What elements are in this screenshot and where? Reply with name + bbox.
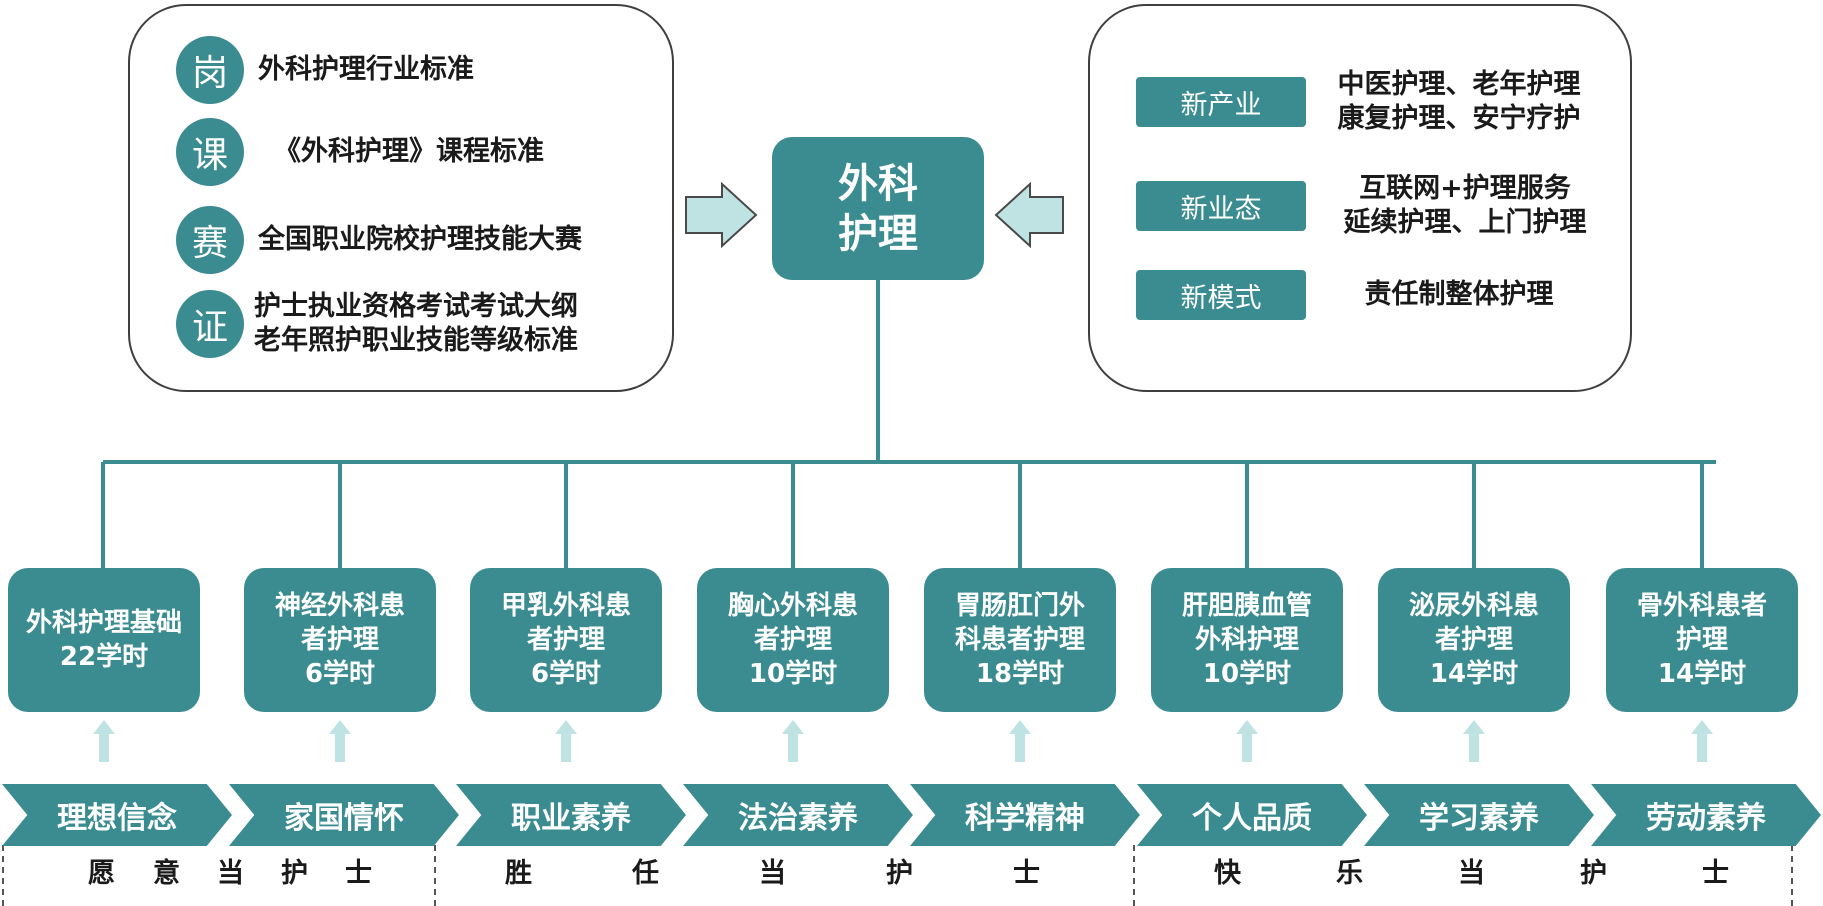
goal-char: 当 — [1458, 858, 1485, 889]
goal-char: 意 — [153, 858, 180, 889]
value-chevron: 科学精神 — [910, 784, 1140, 846]
goal-char: 当 — [217, 858, 244, 889]
module-urology: 泌尿外科患 者护理 14学时 — [1378, 568, 1570, 712]
trend-tag: 新业态 — [1136, 181, 1306, 231]
module-line: 6学时 — [530, 659, 602, 689]
value-chevron: 劳动素养 — [1591, 784, 1821, 846]
trend-text: 中医护理、老年护理 — [1337, 69, 1581, 100]
trend-text: 康复护理、安宁疗护 — [1337, 103, 1581, 134]
module-line: 神经外科患 — [274, 591, 405, 621]
module-line: 14学时 — [1657, 659, 1747, 689]
up-arrow — [1463, 720, 1485, 762]
module-neuro: 神经外科患 者护理 6学时 — [244, 568, 436, 712]
value-chevron: 学习素养 — [1364, 784, 1594, 846]
center-title-line: 护理 — [838, 210, 918, 257]
module-orthopedic: 骨外科患者 护理 14学时 — [1606, 568, 1798, 712]
module-thyroid-breast: 甲乳外科患 者护理 6学时 — [470, 568, 662, 712]
goal-char: 士 — [1702, 858, 1729, 889]
center-title-line: 外科 — [838, 160, 918, 207]
goal-char: 士 — [345, 858, 372, 889]
goal-char: 当 — [759, 858, 786, 889]
trend-row-business: 新业态 互联网+护理服务 延续护理、上门护理 — [1136, 172, 1610, 240]
badge-post: 岗 — [176, 36, 244, 104]
right-arrow-left-panel — [685, 181, 758, 249]
trend-text: 互联网+护理服务 — [1359, 173, 1571, 204]
goal-char: 快 — [1214, 858, 1241, 889]
module-line: 者护理 — [1434, 625, 1513, 655]
up-arrow — [93, 720, 115, 762]
value-chevron: 家国情怀 — [229, 784, 459, 846]
left-arrow-right-panel — [994, 181, 1064, 249]
module-line: 者护理 — [526, 625, 605, 655]
module-basics: 外科护理基础 22学时 — [8, 568, 200, 712]
goal-char: 护 — [281, 858, 308, 889]
up-arrow — [1691, 720, 1713, 762]
goal-char: 护 — [1580, 858, 1607, 889]
trend-tag: 新模式 — [1136, 270, 1306, 320]
module-line: 10学时 — [1202, 659, 1292, 689]
trend-row-model: 新模式 责任制整体护理 — [1136, 270, 1604, 320]
trend-text: 责任制整体护理 — [1364, 279, 1554, 310]
module-line: 22学时 — [59, 642, 149, 672]
module-line: 者护理 — [753, 625, 832, 655]
standard-text: 护士执业资格考试考试大纲 — [254, 291, 578, 322]
module-line: 肝胆胰血管 — [1181, 591, 1312, 621]
goal-char: 愿 — [88, 858, 115, 889]
module-line: 者护理 — [300, 625, 379, 655]
module-line: 护理 — [1675, 625, 1728, 655]
standard-text: 全国职业院校护理技能大赛 — [258, 224, 582, 255]
standard-text: 《外科护理》课程标准 — [274, 136, 544, 167]
standard-row-contest: 赛 全国职业院校护理技能大赛 — [176, 206, 582, 274]
standard-text: 外科护理行业标准 — [258, 54, 474, 85]
module-line: 18学时 — [975, 659, 1065, 689]
module-line: 骨外科患者 — [1636, 591, 1767, 621]
module-hepatobiliary: 肝胆胰血管 外科护理 10学时 — [1151, 568, 1343, 712]
standard-row-cert: 证 护士执业资格考试考试大纲 老年照护职业技能等级标准 — [176, 290, 578, 358]
goal-char: 任 — [632, 858, 659, 889]
module-line: 甲乳外科患 — [500, 591, 631, 621]
module-line: 14学时 — [1429, 659, 1519, 689]
module-line: 胸心外科患 — [727, 591, 858, 621]
goal-char: 士 — [1013, 858, 1040, 889]
value-chevron: 个人品质 — [1137, 784, 1367, 846]
module-line: 外科护理 — [1194, 625, 1299, 655]
module-line: 6学时 — [304, 659, 376, 689]
module-line: 科患者护理 — [954, 625, 1085, 655]
trend-row-industry: 新产业 中医护理、老年护理 康复护理、安宁疗护 — [1136, 68, 1604, 136]
module-line: 胃肠肛门外 — [954, 591, 1085, 621]
badge-cert: 证 — [176, 290, 244, 358]
goal-char: 乐 — [1336, 858, 1363, 889]
up-arrow — [329, 720, 351, 762]
badge-contest: 赛 — [176, 206, 244, 274]
goal-char: 护 — [886, 858, 913, 889]
module-line: 泌尿外科患 — [1408, 591, 1539, 621]
badge-course: 课 — [176, 118, 244, 186]
up-arrow — [1236, 720, 1258, 762]
module-line: 10学时 — [748, 659, 838, 689]
standard-row-post: 岗 外科护理行业标准 — [176, 36, 474, 104]
trend-tag: 新产业 — [1136, 77, 1306, 127]
module-cardiothoracic: 胸心外科患 者护理 10学时 — [697, 568, 889, 712]
goal-char: 胜 — [505, 858, 532, 889]
module-gastro-anorectal: 胃肠肛门外 科患者护理 18学时 — [924, 568, 1116, 712]
up-arrow — [555, 720, 577, 762]
trend-text: 延续护理、上门护理 — [1343, 207, 1587, 238]
value-chevron: 法治素养 — [683, 784, 913, 846]
up-arrow — [1009, 720, 1031, 762]
value-chevron: 职业素养 — [456, 784, 686, 846]
module-line: 外科护理基础 — [25, 608, 182, 638]
center-node: 外科 护理 — [772, 137, 984, 280]
standard-row-course: 课 《外科护理》课程标准 — [176, 118, 544, 186]
standard-text: 老年照护职业技能等级标准 — [254, 325, 578, 356]
value-chevron: 理想信念 — [2, 784, 232, 846]
standards-panel: 岗 外科护理行业标准 课 《外科护理》课程标准 赛 全国职业院校护理技能大赛 证… — [128, 4, 674, 392]
industry-trends-panel: 新产业 中医护理、老年护理 康复护理、安宁疗护 新业态 互联网+护理服务 延续护… — [1088, 4, 1632, 392]
up-arrow — [782, 720, 804, 762]
